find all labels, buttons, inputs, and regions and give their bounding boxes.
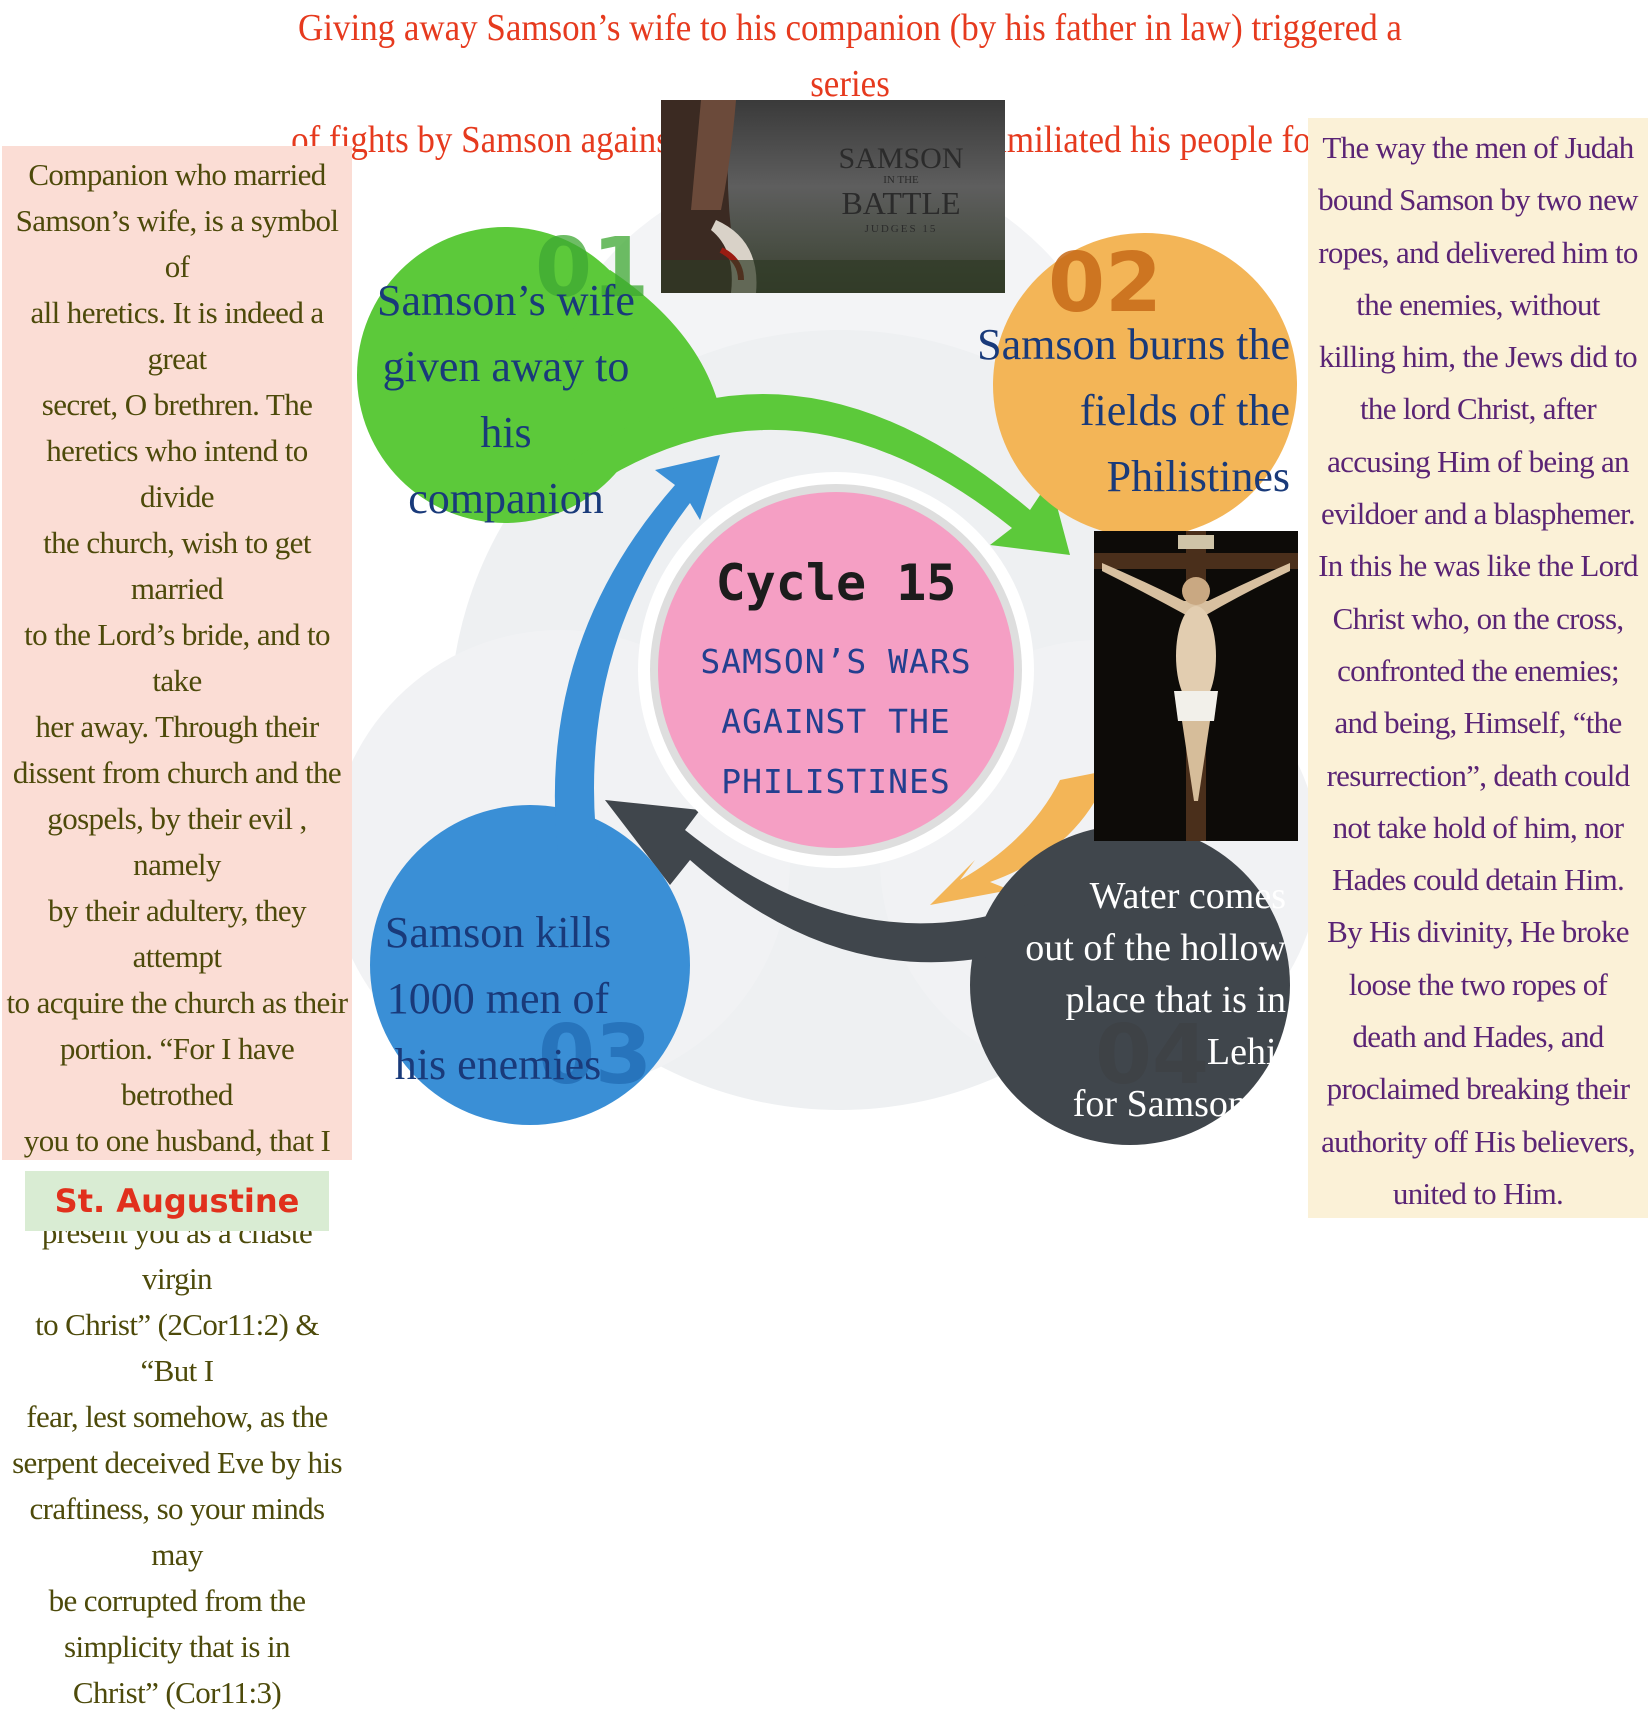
step-2-line: Samson burns the [977,320,1290,369]
battle-title-main: BATTLE [841,185,961,221]
commentary-line: to Christ” (2Cor11:2) & “But I [35,1307,319,1388]
cycle-diagram [330,160,1320,1145]
step-1-number: 01 [535,221,650,316]
step-4-line: place that is in Lehi, [1065,979,1286,1073]
step-4-number: 04 [1095,1008,1210,1103]
commentary-line: heretics who intend to divide [46,433,308,514]
center-title: Cycle 15 [715,554,957,612]
commentary-line: Christ” (Cor11:3) [72,1675,282,1710]
commentary-line: all heretics. It is indeed a great [30,295,324,376]
center-subtitle: SAMSON’S WARS AGAINST THE PHILISTINES [668,632,1004,812]
arrow-step4-to-step3 [605,800,1050,963]
header-line-1: Giving away Samson’s wife to his compani… [298,7,1402,105]
parallel-line: the lord Christ, after [1360,391,1597,427]
parallel-line: accusing Him of being an [1327,443,1629,479]
commentary-line: Samson’s wife, is a symbol of [15,203,339,284]
parallel-line: In this he was like the Lord [1318,548,1638,584]
battle-title-mid: IN THE [883,174,919,186]
center-subtitle-line: PHILISTINES [721,762,951,801]
arrow-step3-to-step1 [554,455,720,870]
commentary-line: be corrupted from the [48,1583,306,1618]
battle-title-ref: JUDGES 15 [864,223,938,235]
parallel-line: and being, Himself, “the [1334,705,1622,741]
commentary-line: to acquire the church as their [6,985,349,1020]
step-3-shape [370,455,720,1125]
step-1-line: Samson’s wife [377,276,635,325]
step-1-line: given away to his [382,342,630,457]
battle-illustration [661,100,1005,293]
step-3-line: his enemies [394,1040,602,1089]
parallel-line: death and Hades, and [1352,1019,1604,1055]
step-4-line: out of the hollow [1025,927,1286,969]
parallel-line: proclaimed breaking their [1326,1071,1630,1107]
commentary-line: secret, O brethren. The [41,387,313,422]
step-2-line: fields of the [1079,386,1290,435]
parallel-line: united to Him. [1392,1175,1564,1211]
commentary-line: dissent from church and the [12,755,342,790]
samson-battle-image: SAMSON IN THE BATTLE JUDGES 15 [661,100,1005,293]
parallel-line: Hades could detain Him. [1331,862,1625,898]
commentary-line: simplicity that is in [64,1629,291,1664]
step-3-line: Samson kills [384,908,612,957]
step-1-label: Samson’s wife given away to his companio… [366,268,646,532]
commentary-line: portion. “For I have betrothed [59,1031,295,1112]
battle-title-top: SAMSON [838,142,964,175]
commentary-line: to the Lord’s bride, and to take [24,617,330,698]
step-4-line: Water comes [1089,875,1286,917]
commentary-line: fear, lest somehow, as the [26,1399,328,1434]
parallel-line: The way the men of Judah [1322,130,1634,165]
augustine-commentary-panel: Companion who married Samson’s wife, is … [2,146,352,1710]
step-4-shape [605,800,1290,1145]
parallel-line: the enemies, without [1356,286,1600,322]
step-1-line: companion [408,474,604,523]
step-3-label: Samson kills 1000 men of his enemies [378,900,618,1098]
commentary-line: gospels, by their evil , namely [47,801,307,882]
attribution-badge: St. Augustine [25,1171,329,1231]
arrow-step1-to-step2 [560,393,1070,555]
center-subtitle-line: AGAINST THE [721,702,951,741]
parallel-line: By His divinity, He broke [1327,914,1629,950]
step-2-shape [930,233,1297,905]
step-2-line: Philistines [1106,452,1290,501]
commentary-line: craftiness, so your minds may [29,1491,326,1572]
parallel-line: evildoer and a blasphemer. [1320,496,1636,532]
step-4-label: Water comes out of the hollow place that… [1010,870,1286,1182]
step-3-line: 1000 men of [386,974,610,1023]
commentary-line: Companion who married [28,157,326,192]
parallel-line: ropes, and delivered him to [1318,234,1638,270]
step-4-line: for Samson to drink [1072,1083,1286,1177]
parallel-line: loose the two ropes of [1348,966,1608,1002]
christ-parallel-panel: The way the men of Judah bound Samson by… [1308,118,1648,1218]
battle-title: SAMSON IN THE BATTLE JUDGES 15 [811,144,991,238]
crucifixion-image [1094,531,1298,841]
parallel-line: not take hold of him, nor [1332,809,1624,845]
parallel-line: authority off His believers, [1321,1123,1636,1159]
step-3-number: 03 [538,1008,653,1103]
step-1-shape [357,227,1070,555]
commentary-line: the church, wish to get married [43,525,311,606]
step-2-number: 02 [1048,236,1163,331]
crucifix-illustration [1094,531,1298,841]
commentary-line: serpent deceived Eve by his [12,1445,342,1480]
center-disc [658,492,1014,848]
commentary-line: her away. Through their [35,709,319,744]
parallel-line: confronted the enemies; [1337,652,1619,688]
parallel-line: Christ who, on the cross, [1332,600,1624,636]
parallel-line: killing him, the Jews did to [1319,339,1638,375]
arrow-step2-to-step4 [930,770,1110,905]
parallel-line: resurrection”, death could [1326,757,1631,793]
parallel-line: bound Samson by two new [1318,182,1638,218]
step-2-label: Samson burns the fields of the Philistin… [960,312,1290,510]
commentary-line: by their adultery, they attempt [48,893,307,974]
center-subtitle-line: SAMSON’S WARS [700,642,972,681]
